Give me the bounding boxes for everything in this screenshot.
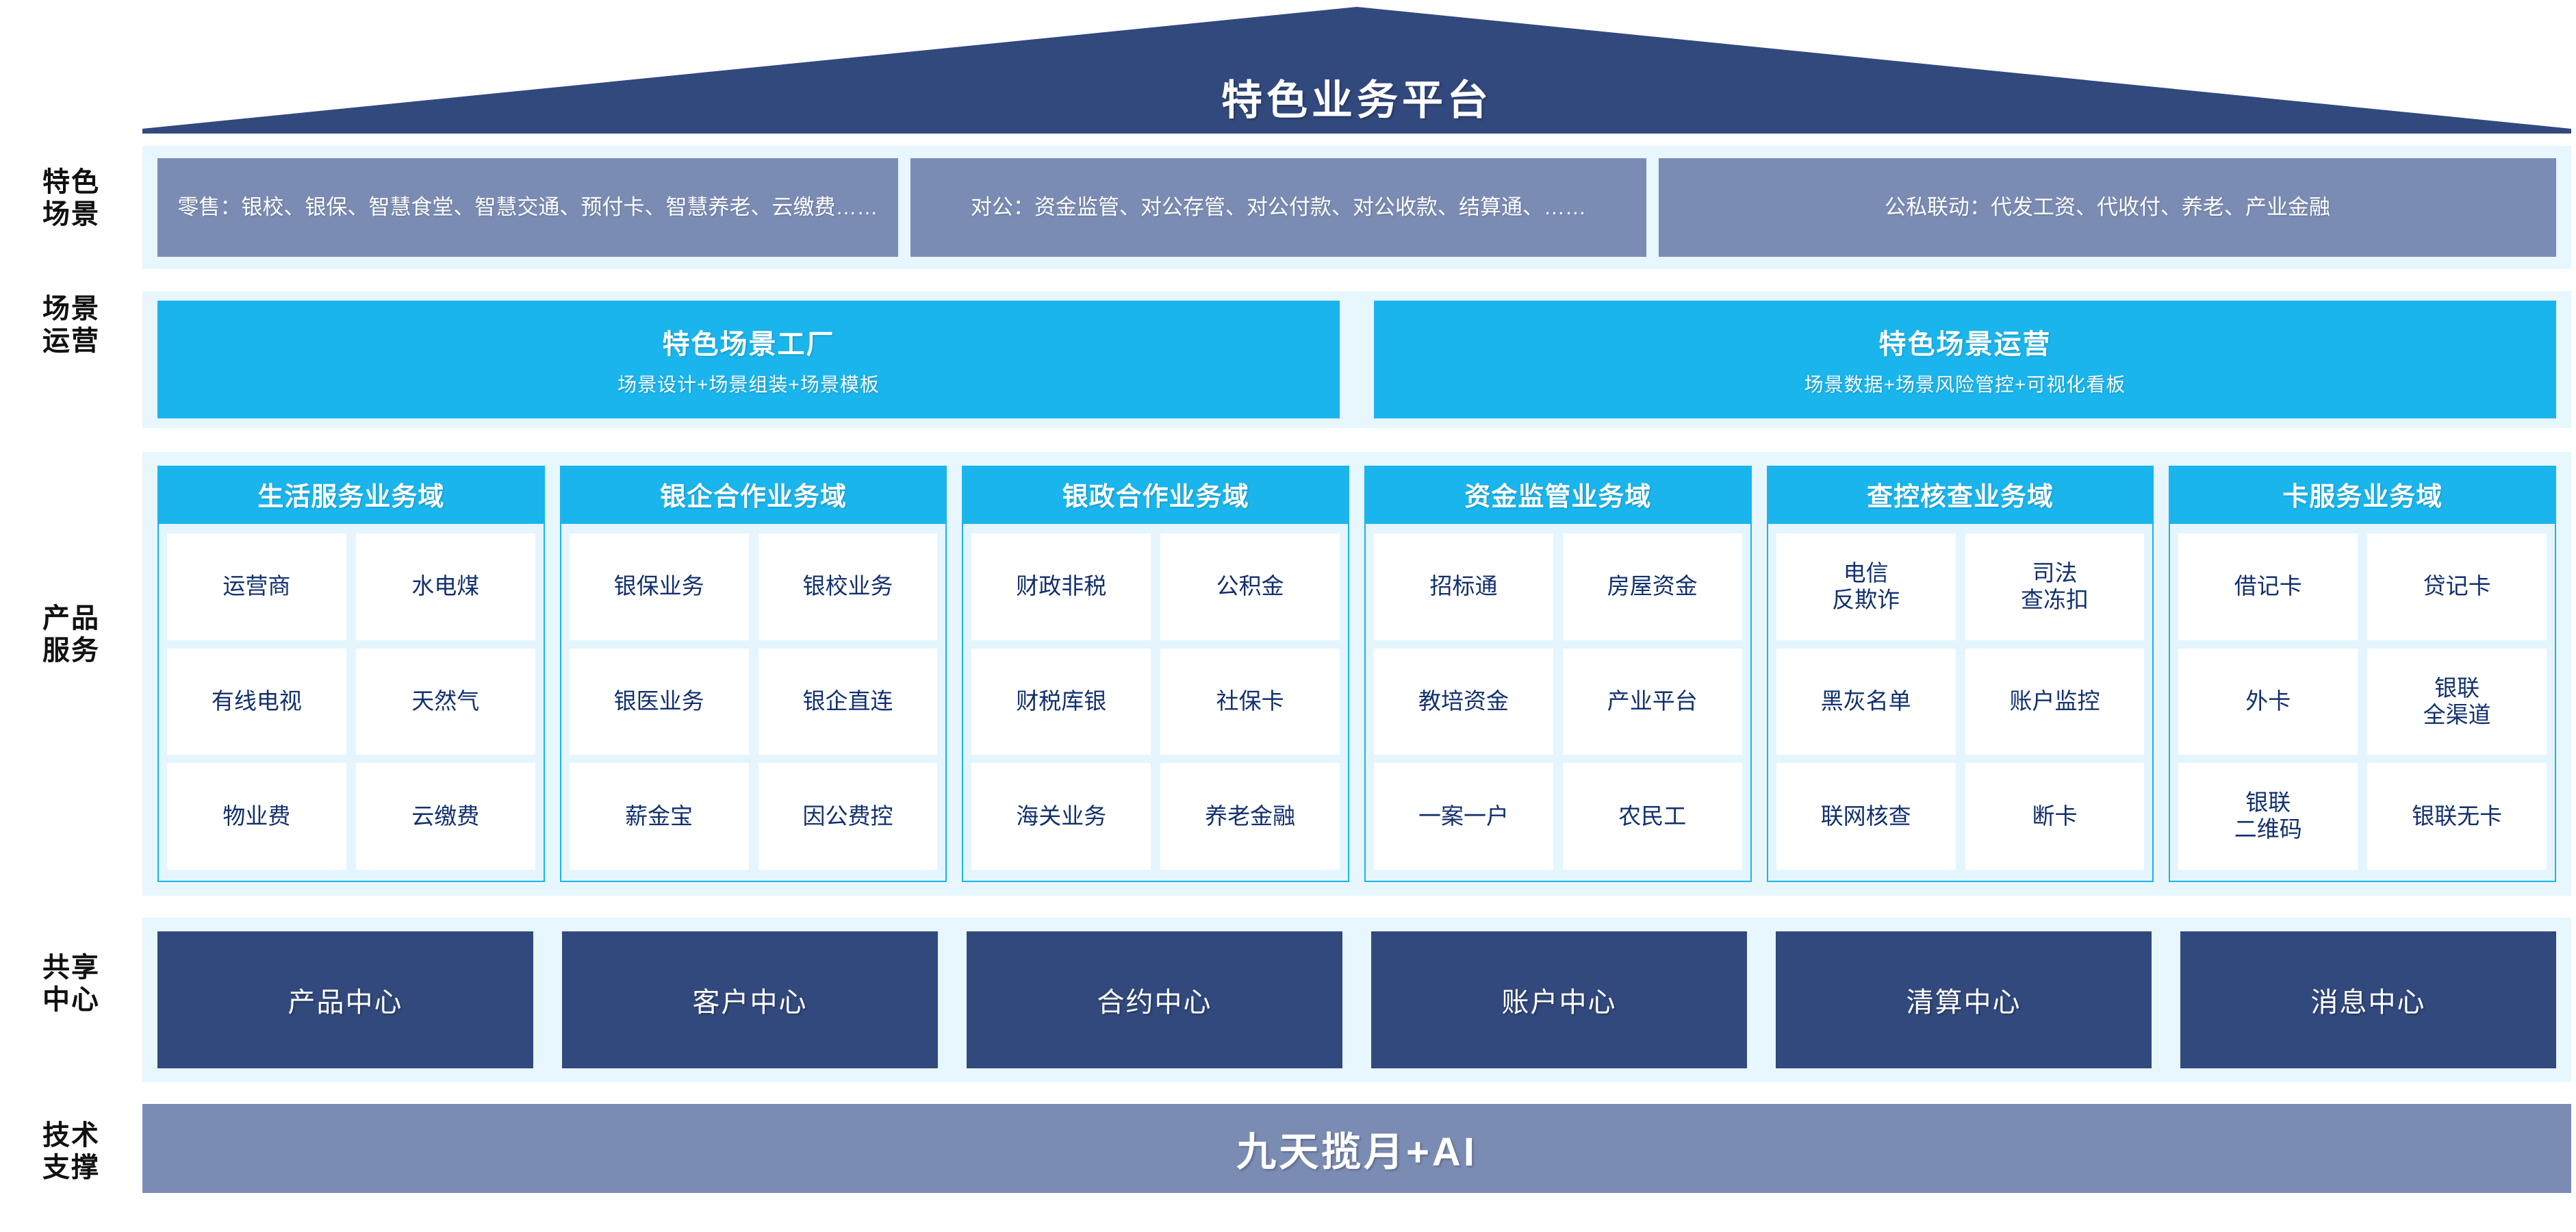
product-row: 银联 二维码银联无卡 bbox=[2178, 763, 2547, 870]
product-card-body: 财政非税公积金财税库银社保卡海关业务养老金融 bbox=[962, 524, 1350, 882]
product-row: 运营商水电煤 bbox=[167, 533, 535, 640]
product-item[interactable]: 教培资金 bbox=[1374, 648, 1553, 755]
product-item[interactable]: 账户监控 bbox=[1965, 648, 2145, 755]
product-card-title: 生活服务业务域 bbox=[157, 466, 545, 524]
product-item[interactable]: 房屋资金 bbox=[1562, 533, 1742, 640]
product-card-body: 电信 反欺诈司法 查冻扣黑灰名单账户监控联网核查断卡 bbox=[1766, 524, 2154, 882]
product-item[interactable]: 借记卡 bbox=[2178, 533, 2358, 640]
product-card-life-service: 生活服务业务域运营商水电煤有线电视天然气物业费云缴费 bbox=[157, 466, 545, 882]
ops-box-scene-factory[interactable]: 特色场景工厂 场景设计+场景组装+场景模板 bbox=[157, 301, 1340, 418]
row-label-operations: 场景 运营 bbox=[42, 294, 100, 357]
scene-box-public-private-linkage[interactable]: 公私联动：代发工资、代收付、养老、产业金融 bbox=[1659, 158, 2556, 257]
shared-center-5[interactable]: 清算中心 bbox=[1776, 931, 2152, 1068]
ops-title: 特色场景运营 bbox=[1878, 329, 2052, 360]
product-item[interactable]: 招标通 bbox=[1374, 533, 1553, 640]
product-row: 一案一户农民工 bbox=[1374, 763, 1742, 870]
shared-center-4[interactable]: 账户中心 bbox=[1371, 931, 1747, 1068]
product-row: 薪金宝因公费控 bbox=[569, 763, 938, 870]
shared-center-2[interactable]: 客户中心 bbox=[562, 931, 938, 1068]
product-card-title: 资金监管业务域 bbox=[1364, 466, 1752, 524]
product-item[interactable]: 物业费 bbox=[167, 763, 346, 870]
product-row: 外卡银联 全渠道 bbox=[2178, 648, 2547, 755]
product-card-title: 银企合作业务域 bbox=[559, 466, 947, 524]
product-card-bank-enterprise: 银企合作业务域银保业务银校业务银医业务银企直连薪金宝因公费控 bbox=[559, 466, 947, 882]
scene-box-corporate[interactable]: 对公：资金监管、对公存管、对公付款、对公收款、结算通、…… bbox=[910, 158, 1646, 257]
product-row: 银医业务银企直连 bbox=[569, 648, 938, 755]
product-item[interactable]: 薪金宝 bbox=[569, 763, 749, 870]
ops-subtitle: 场景数据+场景风险管控+可视化看板 bbox=[1804, 374, 2126, 395]
product-card-body: 借记卡贷记卡外卡银联 全渠道银联 二维码银联无卡 bbox=[2169, 524, 2557, 882]
shared-center-6[interactable]: 消息中心 bbox=[2180, 931, 2556, 1068]
operations-band: 特色场景工厂 场景设计+场景组装+场景模板 特色场景运营 场景数据+场景风险管控… bbox=[142, 291, 2571, 428]
product-row: 联网核查断卡 bbox=[1776, 763, 2145, 870]
product-card-fund-supervision: 资金监管业务域招标通房屋资金教培资金产业平台一案一户农民工 bbox=[1364, 466, 1752, 882]
product-item[interactable]: 银校业务 bbox=[758, 533, 938, 640]
scene-box-retail[interactable]: 零售：银校、银保、智慧食堂、智慧交通、预付卡、智慧养老、云缴费…… bbox=[157, 158, 898, 257]
product-item[interactable]: 联网核查 bbox=[1776, 763, 1956, 870]
product-item[interactable]: 农民工 bbox=[1562, 763, 1742, 870]
product-card-title: 卡服务业务域 bbox=[2169, 466, 2557, 524]
product-row: 教培资金产业平台 bbox=[1374, 648, 1742, 755]
product-item[interactable]: 公积金 bbox=[1160, 533, 1340, 640]
platform-title-banner: 特色业务平台 bbox=[142, 7, 2571, 134]
product-item[interactable]: 银保业务 bbox=[569, 533, 749, 640]
product-row: 财税库银社保卡 bbox=[971, 648, 1340, 755]
product-item[interactable]: 银联 全渠道 bbox=[2367, 648, 2547, 755]
product-item[interactable]: 因公费控 bbox=[758, 763, 938, 870]
product-item[interactable]: 财政非税 bbox=[971, 533, 1151, 640]
product-item[interactable]: 外卡 bbox=[2178, 648, 2358, 755]
product-row: 电信 反欺诈司法 查冻扣 bbox=[1776, 533, 2145, 640]
product-item[interactable]: 有线电视 bbox=[167, 648, 346, 755]
ops-title: 特色场景工厂 bbox=[662, 329, 835, 360]
product-row: 有线电视天然气 bbox=[167, 648, 535, 755]
product-card-card-service: 卡服务业务域借记卡贷记卡外卡银联 全渠道银联 二维码银联无卡 bbox=[2169, 466, 2557, 882]
product-item[interactable]: 水电煤 bbox=[355, 533, 535, 640]
tech-support-band: 九天揽月+AI bbox=[142, 1104, 2571, 1193]
product-item[interactable]: 海关业务 bbox=[971, 763, 1151, 870]
product-item[interactable]: 天然气 bbox=[355, 648, 535, 755]
product-item[interactable]: 黑灰名单 bbox=[1776, 648, 1956, 755]
row-label-tech: 技术 支撑 bbox=[42, 1120, 100, 1183]
product-card-bank-government: 银政合作业务域财政非税公积金财税库银社保卡海关业务养老金融 bbox=[962, 466, 1350, 882]
product-row: 财政非税公积金 bbox=[971, 533, 1340, 640]
product-item[interactable]: 养老金融 bbox=[1160, 763, 1340, 870]
product-row: 物业费云缴费 bbox=[167, 763, 535, 870]
product-item[interactable]: 银联 二维码 bbox=[2178, 763, 2358, 870]
ops-box-scene-operation[interactable]: 特色场景运营 场景数据+场景风险管控+可视化看板 bbox=[1374, 301, 2556, 418]
product-item[interactable]: 社保卡 bbox=[1160, 648, 1340, 755]
shared-center-3[interactable]: 合约中心 bbox=[967, 931, 1342, 1068]
row-label-centers: 共享 中心 bbox=[42, 953, 100, 1016]
product-card-investigation-control: 查控核查业务域电信 反欺诈司法 查冻扣黑灰名单账户监控联网核查断卡 bbox=[1766, 466, 2154, 882]
product-item[interactable]: 银联无卡 bbox=[2367, 763, 2547, 870]
product-row: 黑灰名单账户监控 bbox=[1776, 648, 2145, 755]
roof-shape-icon bbox=[142, 7, 2571, 134]
product-card-body: 银保业务银校业务银医业务银企直连薪金宝因公费控 bbox=[559, 524, 947, 882]
product-card-title: 银政合作业务域 bbox=[962, 466, 1350, 524]
product-item[interactable]: 司法 查冻扣 bbox=[1965, 533, 2145, 640]
product-item[interactable]: 一案一户 bbox=[1374, 763, 1553, 870]
row-label-scenes: 特色 场景 bbox=[42, 167, 100, 230]
product-item[interactable]: 银企直连 bbox=[758, 648, 938, 755]
product-row: 借记卡贷记卡 bbox=[2178, 533, 2547, 640]
shared-center-1[interactable]: 产品中心 bbox=[157, 931, 533, 1068]
scenes-band: 零售：银校、银保、智慧食堂、智慧交通、预付卡、智慧养老、云缴费…… 对公：资金监… bbox=[142, 146, 2571, 269]
product-item[interactable]: 贷记卡 bbox=[2367, 533, 2547, 640]
product-row: 海关业务养老金融 bbox=[971, 763, 1340, 870]
product-row: 银保业务银校业务 bbox=[569, 533, 938, 640]
product-card-body: 运营商水电煤有线电视天然气物业费云缴费 bbox=[157, 524, 545, 882]
product-item[interactable]: 云缴费 bbox=[355, 763, 535, 870]
product-item[interactable]: 运营商 bbox=[167, 533, 346, 640]
product-card-body: 招标通房屋资金教培资金产业平台一案一户农民工 bbox=[1364, 524, 1752, 882]
product-row: 招标通房屋资金 bbox=[1374, 533, 1742, 640]
product-item[interactable]: 银医业务 bbox=[569, 648, 749, 755]
product-card-title: 查控核查业务域 bbox=[1766, 466, 2154, 524]
products-band: 生活服务业务域运营商水电煤有线电视天然气物业费云缴费银企合作业务域银保业务银校业… bbox=[142, 452, 2571, 896]
centers-band: 产品中心客户中心合约中心账户中心清算中心消息中心 bbox=[142, 918, 2571, 1082]
row-label-products: 产品 服务 bbox=[42, 603, 100, 666]
product-item[interactable]: 产业平台 bbox=[1562, 648, 1742, 755]
product-item[interactable]: 电信 反欺诈 bbox=[1776, 533, 1956, 640]
product-item[interactable]: 断卡 bbox=[1965, 763, 2145, 870]
product-item[interactable]: 财税库银 bbox=[971, 648, 1151, 755]
ops-subtitle: 场景设计+场景组装+场景模板 bbox=[617, 374, 880, 395]
